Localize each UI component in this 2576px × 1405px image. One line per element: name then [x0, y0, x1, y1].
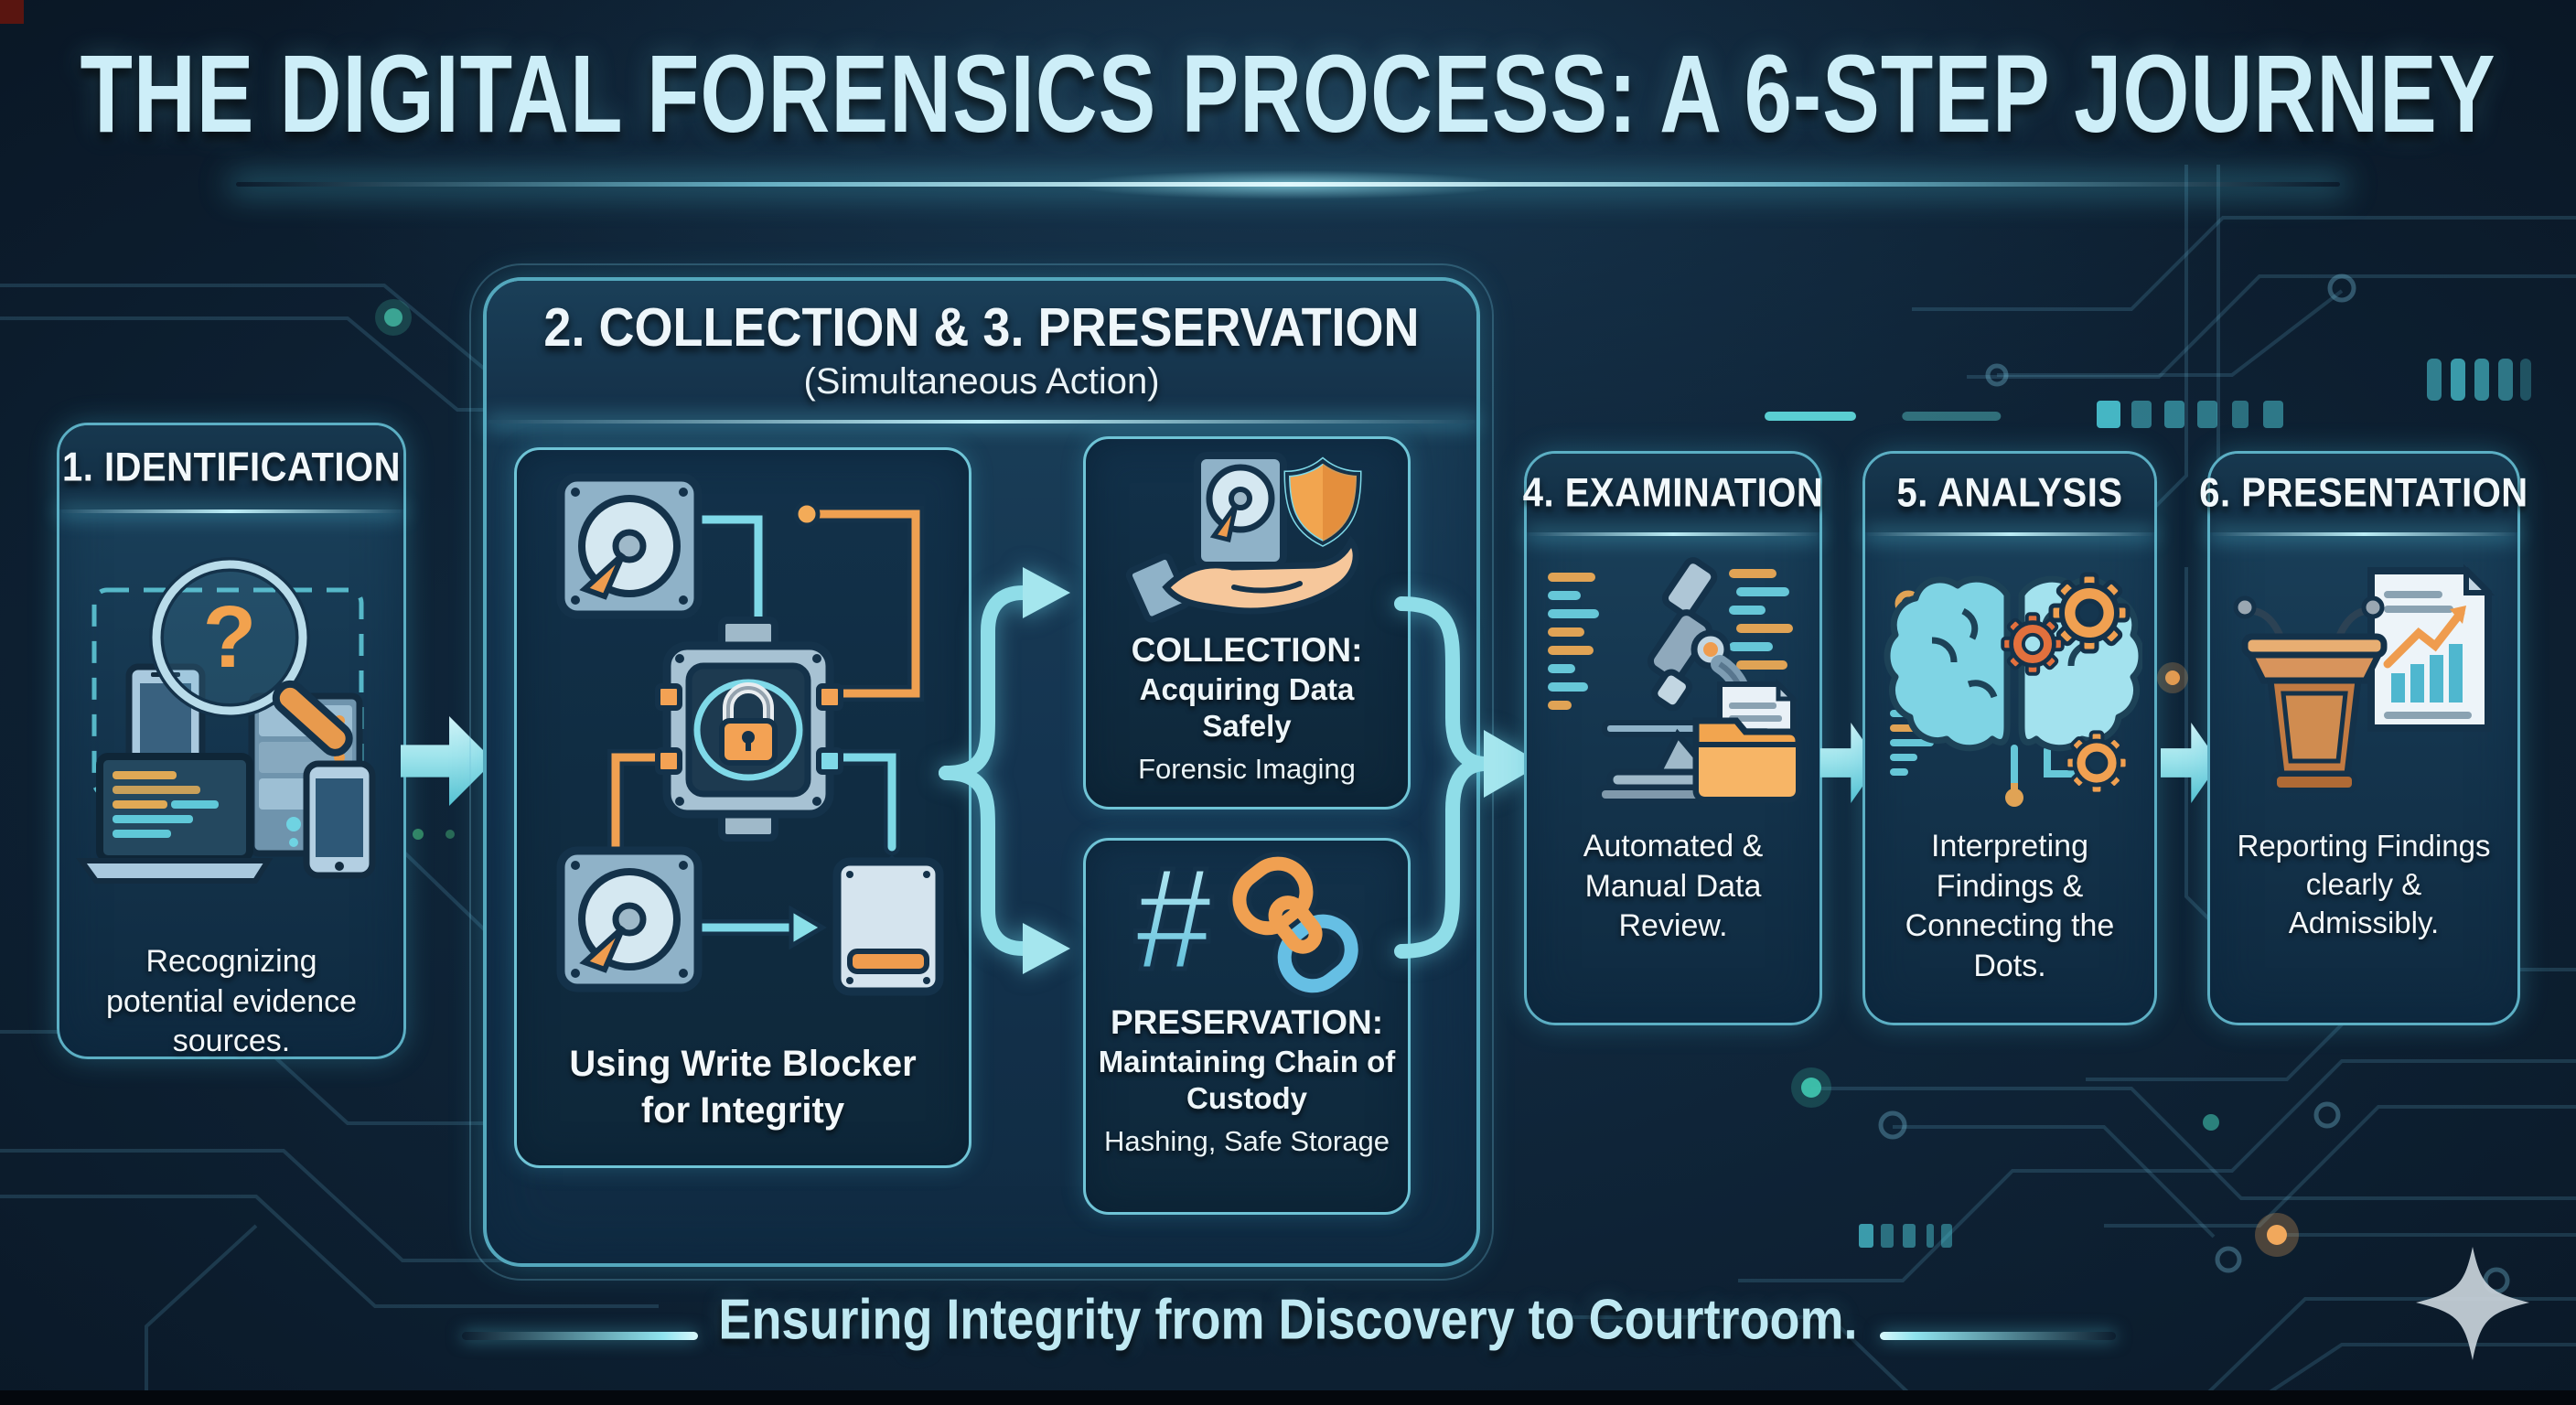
collection-method: Forensic Imaging: [1138, 753, 1356, 786]
write-blocker-diagram-icon: [556, 473, 944, 996]
step-header-label: 1. IDENTIFICATION: [62, 444, 401, 490]
tagline: Ensuring Integrity from Discovery to Cou…: [718, 1288, 1858, 1352]
collection-subtitle: Acquiring Data Safely: [1139, 672, 1355, 743]
step-header-label: 6. PRESENTATION: [2199, 469, 2528, 516]
step-card-analysis: 5. ANALYSIS: [1862, 451, 2157, 1025]
chain-link-icon: [1227, 852, 1364, 998]
step-caption: Reporting Findings clearly & Admissibly.: [2237, 829, 2491, 940]
header-divider: [61, 509, 402, 513]
podium-icon: [2233, 595, 2388, 793]
svg-text:#: #: [1133, 848, 1215, 1000]
header-divider: [1867, 532, 2152, 536]
write-blocker-device-icon: [655, 617, 843, 842]
hash-chain-icon: #: [1131, 848, 1364, 1003]
preservation-method: Hashing, Safe Storage: [1104, 1125, 1390, 1158]
svg-text:?: ?: [203, 588, 257, 686]
step-caption: Automated & Manual Data Review.: [1583, 829, 1764, 944]
brain-gears-icon: [1884, 572, 2142, 807]
collection-box: COLLECTION: Acquiring Data Safely Forens…: [1083, 436, 1411, 810]
panel-subtitle: (Simultaneous Action): [803, 360, 1160, 402]
step-card-presentation: 6. PRESENTATION: [2199, 451, 2528, 1025]
step-header-label: 5. ANALYSIS: [1896, 469, 2123, 516]
preservation-title: PRESERVATION:: [1110, 1003, 1384, 1041]
hand-icon: [1125, 535, 1359, 623]
magnifier-icon: ?: [149, 557, 353, 756]
step-card-identification: 1. IDENTIFICATION: [57, 423, 406, 1059]
panel-divider: [488, 420, 1475, 424]
source-drive-icon: [556, 846, 703, 992]
gear-icon: [2001, 572, 2131, 796]
header-divider: [2212, 532, 2516, 536]
microscope-data-icon: [1548, 557, 1802, 804]
bottom-edge-strip: [0, 1390, 2576, 1405]
report-document-icon: [2367, 563, 2496, 732]
preservation-box: # PRESERVATION: Maintaining Chain of Cus…: [1083, 838, 1411, 1215]
panel-title: 2. COLLECTION & 3. PRESERVATION: [543, 296, 1420, 358]
step-header-label: 4. EXAMINATION: [1522, 469, 1824, 516]
source-drive-icon: [556, 473, 703, 619]
shield-icon: [1283, 456, 1362, 547]
square-dash-rows: [1859, 359, 2531, 1248]
magnifier-question-devices-icon: ?: [76, 530, 387, 918]
corner-artifact: [0, 0, 24, 24]
podium-report-icon: [2233, 563, 2496, 793]
merge-arrow: [1394, 596, 1542, 959]
tagline-dash: [462, 1332, 698, 1340]
step-caption: Recognizing potential evidence sources.: [105, 944, 358, 1059]
sparkle-star-icon: [2416, 1247, 2529, 1360]
split-arrows: [939, 567, 1070, 974]
title-divider: [236, 182, 2340, 187]
folder-icon: [1692, 717, 1802, 803]
collection-title: COLLECTION:: [1131, 631, 1363, 669]
write-blocker-box: Using Write Blocker for Integrity: [514, 447, 971, 1168]
header-divider: [1529, 532, 1818, 536]
preservation-subtitle: Maintaining Chain of Custody: [1098, 1045, 1396, 1115]
tagline-dash: [1880, 1332, 2116, 1340]
target-drive-icon: [832, 857, 944, 996]
glow-dots: [80, 299, 2299, 1257]
page-title: THE DIGITAL FORENSICS PROCESS: A 6-STEP …: [80, 32, 2496, 156]
panel-header: 2. COLLECTION & 3. PRESERVATION (Simulta…: [487, 281, 1476, 420]
write-blocker-caption: Using Write Blocker for Integrity: [569, 1043, 917, 1131]
step-card-examination: 4. EXAMINATION: [1522, 451, 1824, 1025]
step-caption: Interpreting Findings & Connecting the D…: [1905, 829, 2115, 983]
hand-drive-shield-icon: [1125, 452, 1362, 623]
step-header-identification: 1. IDENTIFICATION: [59, 425, 403, 509]
bar-chart-icon: [2383, 606, 2466, 702]
data-lines: [1548, 569, 1793, 710]
panel-collection-preservation: 2. COLLECTION & 3. PRESERVATION (Simulta…: [469, 263, 1494, 1281]
